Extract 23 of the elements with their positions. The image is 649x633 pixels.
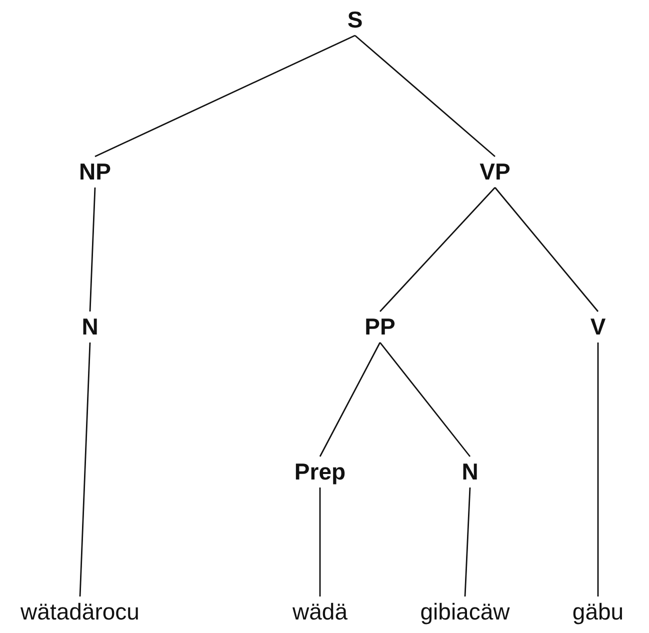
phrase-category-label: S — [346, 4, 364, 36]
tree-branch-line — [79, 342, 91, 597]
phrase-category-label: Prep — [293, 456, 347, 488]
word-label: wätadärocu — [20, 596, 140, 628]
tree-branch-line — [319, 342, 381, 457]
phrase-category-label: N — [460, 456, 480, 488]
phrase-category-label: V — [589, 312, 607, 342]
tree-branch-line — [89, 187, 96, 312]
word-label: gäbu — [571, 596, 625, 628]
tree-branch-line — [379, 342, 471, 457]
tree-branch-line — [597, 342, 599, 596]
phrase-category-label: NP — [78, 156, 112, 188]
phrase-category-label: VP — [478, 156, 512, 188]
tree-branch-line — [94, 34, 356, 158]
tree-branch-line — [464, 487, 471, 597]
tree-branch-line — [379, 187, 496, 312]
tree-branch-line — [354, 34, 496, 158]
tree-branch-line — [319, 488, 321, 596]
word-label: wädä — [292, 596, 348, 628]
phrase-category-label: N — [80, 312, 100, 342]
word-label: gibiacäw — [419, 596, 511, 628]
phrase-category-label: PP — [364, 312, 396, 342]
tree-branch-line — [494, 187, 599, 312]
